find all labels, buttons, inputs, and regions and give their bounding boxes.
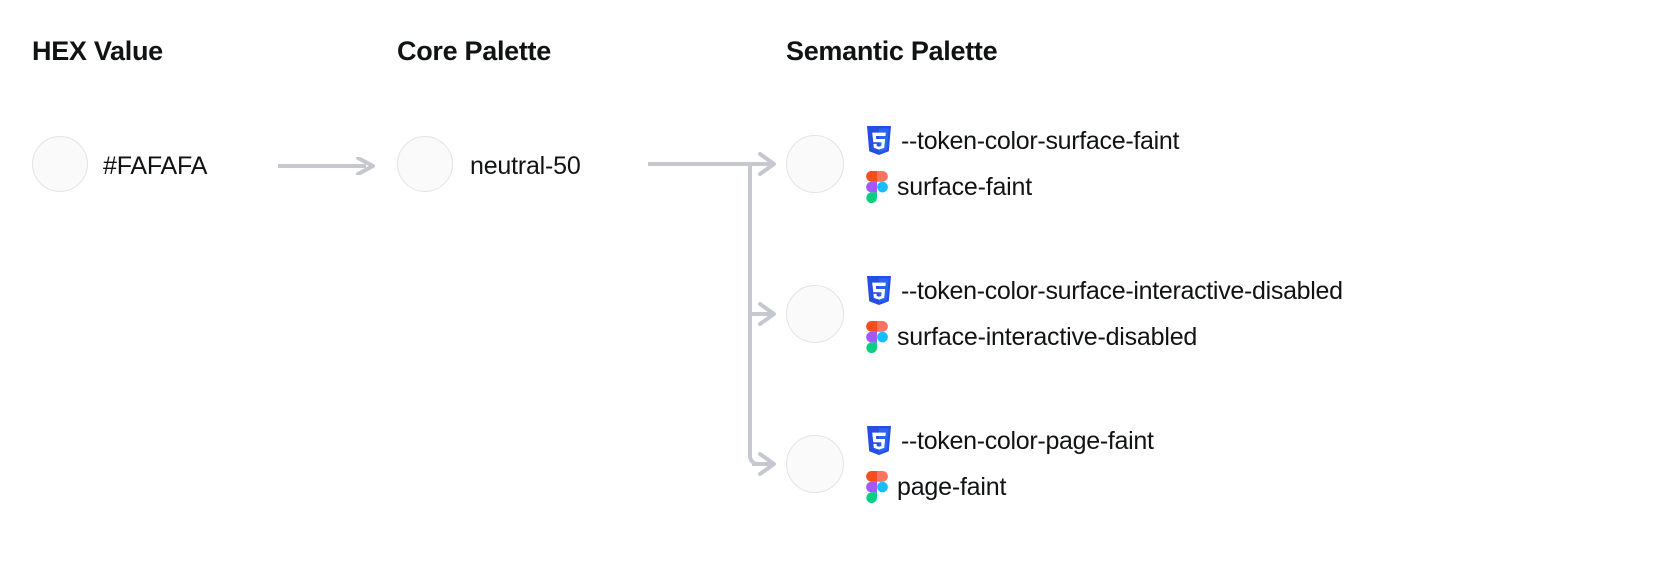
figma-token-line: surface-faint: [866, 164, 1656, 210]
color-swatch-hex: [32, 136, 88, 192]
semantic-token-row: --token-color-surface-interactive-disabl…: [866, 268, 1656, 360]
figma-token-label: page-faint: [897, 472, 1007, 501]
branch-connector-core-to-semantic: [648, 152, 776, 476]
figma-icon: [866, 321, 888, 353]
figma-token-label: surface-interactive-disabled: [897, 322, 1198, 351]
css3-icon: [867, 126, 891, 155]
column-header-semantic-palette: Semantic Palette: [786, 36, 998, 66]
semantic-token-row: --token-color-page-faint page-faint: [866, 418, 1656, 510]
css-token-line: --token-color-page-faint: [866, 418, 1656, 464]
figma-icon: [866, 471, 888, 503]
css-token-label: --token-color-surface-faint: [901, 126, 1180, 155]
core-palette-value-label: neutral-50: [470, 152, 581, 180]
column-header-core-palette: Core Palette: [397, 36, 551, 66]
hex-value-label: #FAFAFA: [103, 152, 208, 180]
figma-token-line: page-faint: [866, 464, 1656, 510]
color-swatch-semantic-0: [786, 135, 844, 193]
css3-icon: [867, 276, 891, 305]
color-swatch-semantic-2: [786, 435, 844, 493]
figma-icon: [866, 171, 888, 203]
css-token-label: --token-color-page-faint: [901, 426, 1154, 455]
column-header-hex-value: HEX Value: [32, 36, 163, 66]
figma-token-line: surface-interactive-disabled: [866, 314, 1656, 360]
arrow-right-icon-hex-to-core: [278, 157, 375, 175]
css-token-line: --token-color-surface-faint: [866, 118, 1656, 164]
semantic-token-row: --token-color-surface-faint surface-fain…: [866, 118, 1656, 210]
css-token-line: --token-color-surface-interactive-disabl…: [866, 268, 1656, 314]
css-token-label: --token-color-surface-interactive-disabl…: [901, 276, 1343, 305]
color-swatch-core: [397, 136, 453, 192]
css3-icon: [867, 426, 891, 455]
color-swatch-semantic-1: [786, 285, 844, 343]
figma-token-label: surface-faint: [897, 172, 1032, 201]
